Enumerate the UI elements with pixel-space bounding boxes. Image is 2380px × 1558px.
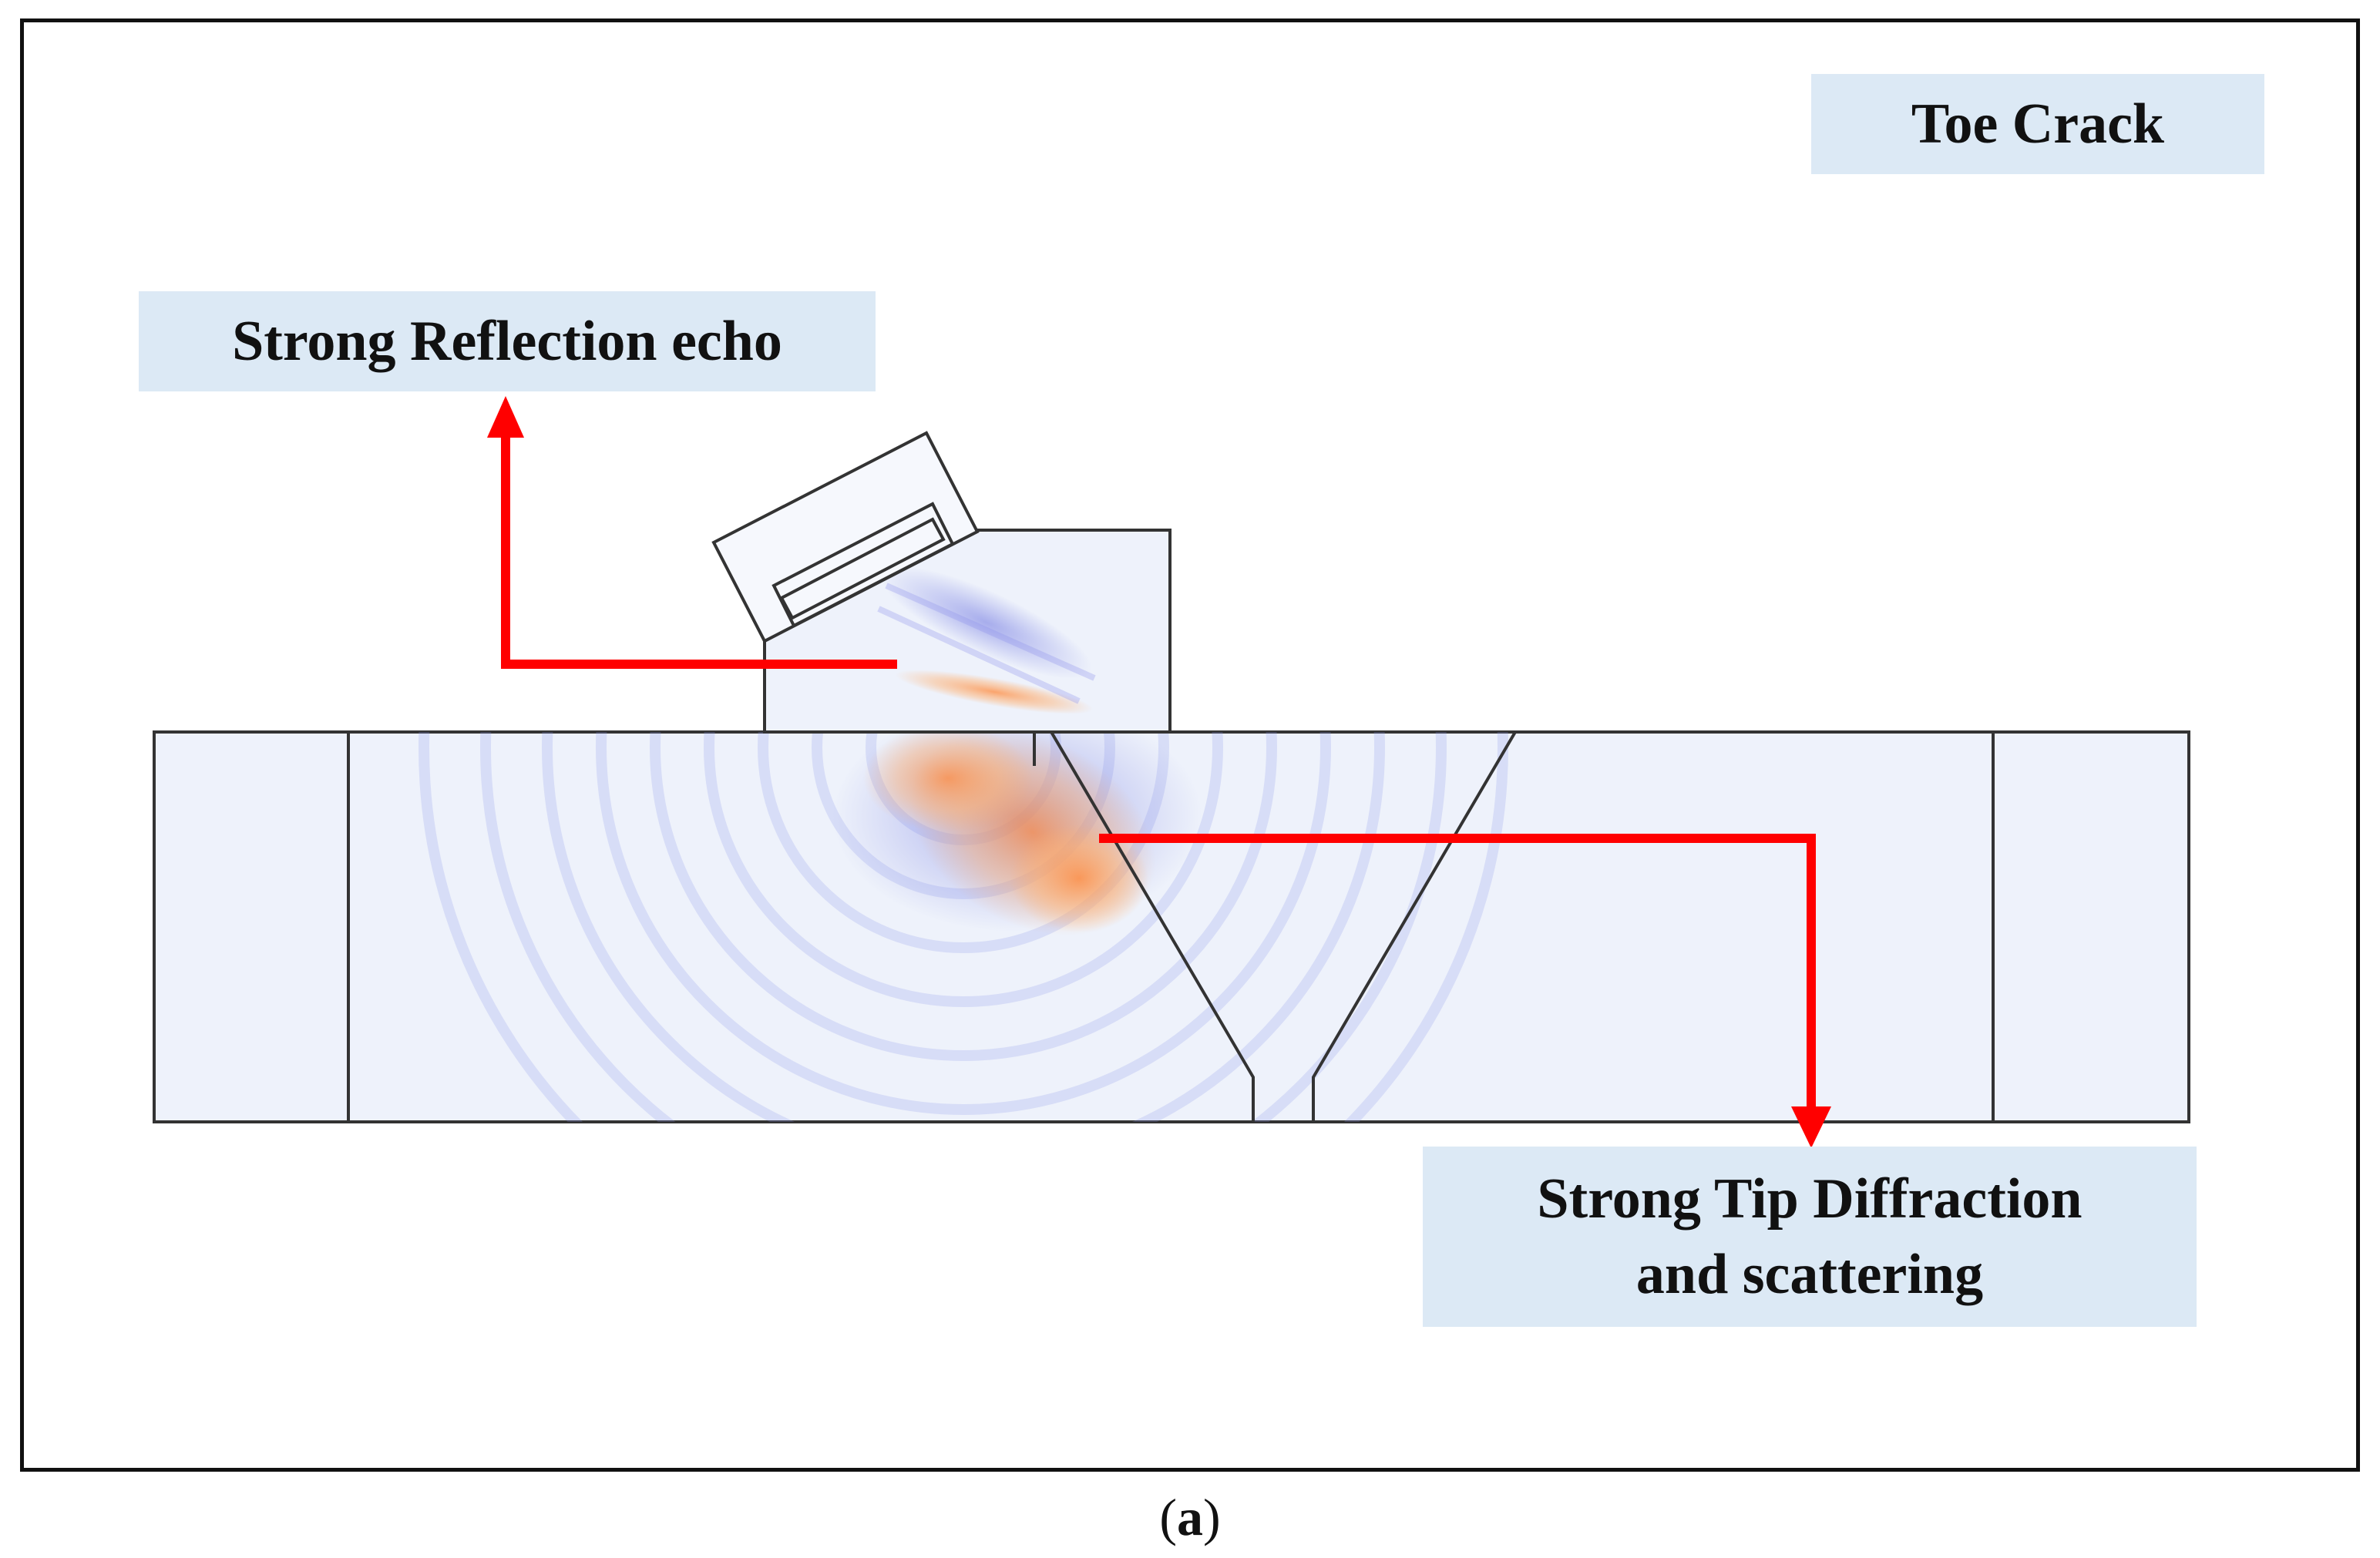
toe-crack-label: Toe Crack [1811,74,2264,174]
probe-wedge [763,529,1172,734]
tip-diffraction-label-line1: Strong Tip Diffraction [1537,1167,2082,1231]
weld-groove [1050,730,1517,1122]
tip-diffraction-arrow [1099,834,1831,1148]
transducer [711,431,980,643]
caption-letter: a [1177,1488,1203,1546]
caption-open: ( [1159,1488,1177,1546]
reflection-arrow [487,396,897,669]
reflection-echo-label: Strong Reflection echo [139,291,876,391]
caption-close: ) [1203,1488,1221,1546]
figure-caption: (a) [0,1487,2380,1548]
wave-field [419,732,1508,1122]
tip-diffraction-label: Strong Tip Diffraction and scattering [1423,1147,2197,1327]
tip-diffraction-label-line2: and scattering [1635,1243,1984,1306]
